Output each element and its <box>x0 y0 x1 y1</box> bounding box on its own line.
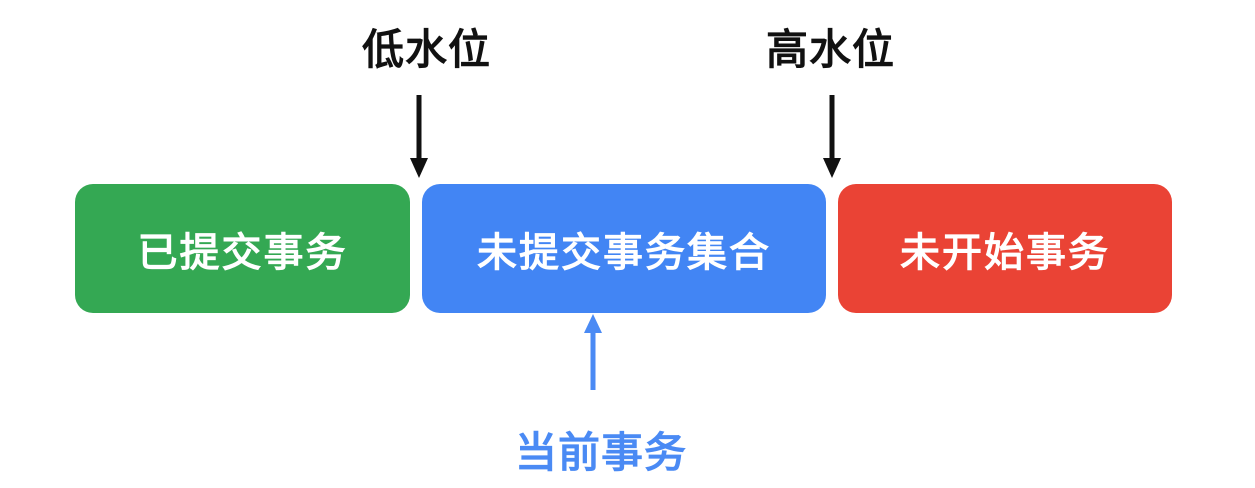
uncommitted-transactions-label: 未提交事务集合 <box>477 229 771 276</box>
high-watermark-arrow <box>823 95 841 178</box>
low-watermark-label: 低水位 <box>362 25 492 74</box>
not-started-transactions-segment: 未开始事务 <box>838 184 1172 313</box>
uncommitted-transactions-segment: 未提交事务集合 <box>422 184 826 313</box>
committed-transactions-label: 已提交事务 <box>137 229 348 276</box>
not-started-transactions-label: 未开始事务 <box>900 229 1110 276</box>
low-watermark-arrow <box>410 95 428 178</box>
current-transaction-label: 当前事务 <box>515 428 688 477</box>
current-transaction-arrow <box>584 314 602 390</box>
high-watermark-label: 高水位 <box>766 25 896 74</box>
committed-transactions-segment: 已提交事务 <box>75 184 410 313</box>
